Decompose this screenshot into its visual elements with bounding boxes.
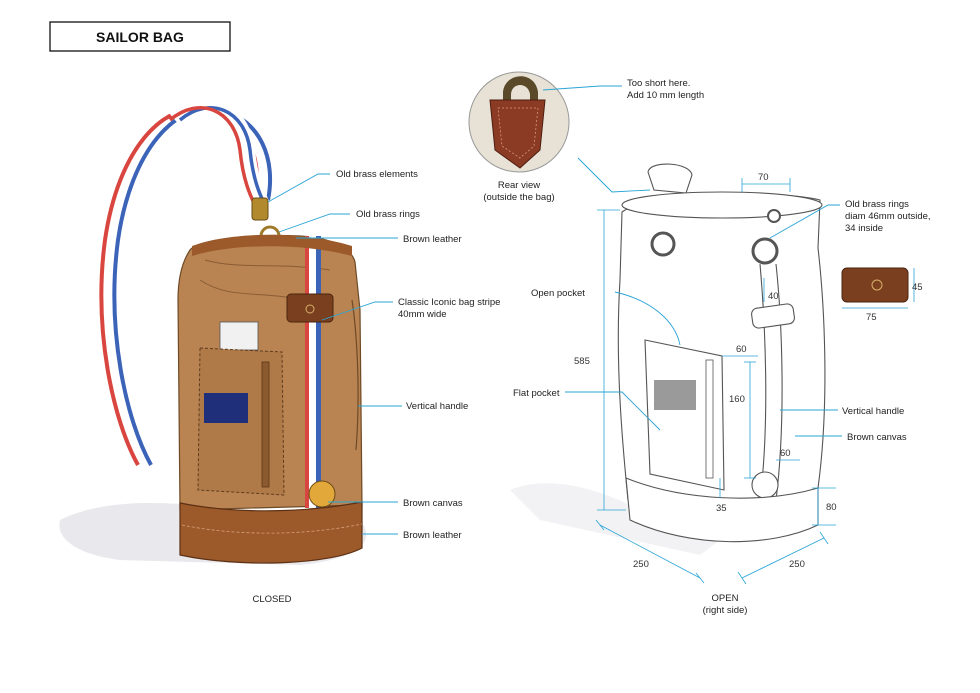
label-open-pocket: Open pocket xyxy=(531,288,585,299)
page-title: SAILOR BAG xyxy=(96,29,184,45)
callout-line-open-pocket xyxy=(614,291,681,346)
rear-view-detail: Rear view (outside the bag) Too short he… xyxy=(468,71,704,203)
dim-line-width xyxy=(741,537,825,579)
strap-blue-stripe xyxy=(112,106,273,466)
open-pocket-patch xyxy=(654,380,696,410)
callout-line-too-short xyxy=(542,85,622,91)
dim-depth: 250 xyxy=(633,559,649,570)
label-open-view-line1: OPEN xyxy=(712,593,739,604)
open-round-badge xyxy=(751,471,779,499)
label-old-brass-rings: Old brass rings xyxy=(356,209,420,220)
label-brown-leather-top: Brown leather xyxy=(403,234,462,245)
dim-top-width: 70 xyxy=(758,172,769,183)
dim-handle-width: 40 xyxy=(768,291,779,302)
open-flat-pocket xyxy=(644,339,725,491)
label-flat-pocket: Flat pocket xyxy=(513,388,560,399)
open-bag-mouth xyxy=(621,191,823,219)
label-brown-canvas: Brown canvas xyxy=(403,498,463,509)
open-logo-tag xyxy=(841,267,909,303)
bag-stripe-red xyxy=(305,236,309,508)
dim-tick-width-b xyxy=(819,531,829,545)
bag-stripe-blue xyxy=(316,236,321,508)
open-logo-tag-emblem xyxy=(871,279,883,291)
label-open-rings-line3: 34 inside xyxy=(845,223,883,234)
label-too-short-line1: Too short here. xyxy=(627,78,690,89)
dimension-lines: 70 585 40 60 160 35 60 80 250 xyxy=(574,172,923,585)
dim-tick-depth-a xyxy=(595,519,605,531)
label-open-rings-line2: diam 46mm outside, xyxy=(845,211,931,222)
dim-tick-width-a xyxy=(737,571,747,585)
navy-patch xyxy=(204,393,248,423)
callout-line-brass-rings xyxy=(278,213,350,233)
logo-tag-emblem xyxy=(305,304,315,314)
base-stitching xyxy=(181,523,363,534)
dim-tick-depth-b xyxy=(695,572,705,584)
dim-pocket-top: 60 xyxy=(736,344,747,355)
dim-handle-bottom: 60 xyxy=(780,448,791,459)
logo-tag xyxy=(286,293,334,323)
newspaper xyxy=(219,321,259,351)
label-vertical-handle: Vertical handle xyxy=(406,401,468,412)
leather-base xyxy=(179,501,363,564)
dim-tag-height: 45 xyxy=(912,282,923,293)
open-brass-ring-left xyxy=(650,231,676,257)
open-callouts: Old brass rings diam 46mm outside, 34 in… xyxy=(513,199,931,616)
dim-tag-width: 75 xyxy=(866,312,877,323)
callout-line-stripe xyxy=(321,301,393,321)
brass-hook xyxy=(251,197,269,221)
label-open-vertical-handle: Vertical handle xyxy=(842,406,904,417)
callout-line-rear-to-bag xyxy=(577,157,651,193)
label-old-brass-elements: Old brass elements xyxy=(336,169,418,180)
rear-view-leather-tab xyxy=(489,99,546,169)
label-rear-view-line1: Rear view xyxy=(498,180,540,191)
label-open-view-line2: (right side) xyxy=(703,605,748,616)
label-open-brown-canvas: Brown canvas xyxy=(847,432,907,443)
open-brass-ring-top xyxy=(767,209,781,223)
callout-line-flat-pocket xyxy=(565,391,661,431)
dim-base-height: 80 xyxy=(826,502,837,513)
leather-top-band xyxy=(192,234,352,256)
open-pocket-zipper xyxy=(705,359,714,479)
dim-height: 585 xyxy=(574,356,590,367)
dim-pocket-height: 160 xyxy=(729,394,745,405)
closed-bag-illustration xyxy=(59,96,367,565)
label-open-rings-line1: Old brass rings xyxy=(845,199,909,210)
pocket-zipper xyxy=(261,361,270,488)
dim-bottom-gap: 35 xyxy=(716,503,727,514)
open-bag-illustration xyxy=(510,163,909,555)
callout-line-open-rings xyxy=(769,204,840,239)
rear-view-brass-d-ring xyxy=(503,76,538,102)
label-brown-leather-bottom: Brown leather xyxy=(403,530,462,541)
dim-width: 250 xyxy=(789,559,805,570)
callout-line-brass-elements xyxy=(267,173,330,203)
label-stripe-line2: 40mm wide xyxy=(398,309,447,320)
round-badge xyxy=(308,480,336,508)
dim-line-depth xyxy=(599,524,701,579)
open-strap-loop xyxy=(751,303,795,329)
label-too-short-line2: Add 10 mm length xyxy=(627,90,704,101)
label-stripe-line1: Classic Iconic bag stripe xyxy=(398,297,500,308)
open-vertical-strap-left xyxy=(759,263,767,501)
strap-inner-red xyxy=(168,106,257,206)
vertical-handle xyxy=(351,299,359,451)
open-top-handle xyxy=(647,163,693,194)
open-shadow xyxy=(510,483,720,555)
label-closed-view: CLOSED xyxy=(252,594,291,605)
closed-callouts: Old brass elements Old brass rings Brown… xyxy=(252,169,500,605)
open-brass-ring-right xyxy=(751,237,779,265)
open-vertical-strap-right xyxy=(775,263,783,501)
title-box xyxy=(49,21,231,52)
rear-view-stitching xyxy=(497,107,539,159)
label-rear-view-line2: (outside the bag) xyxy=(483,192,554,203)
